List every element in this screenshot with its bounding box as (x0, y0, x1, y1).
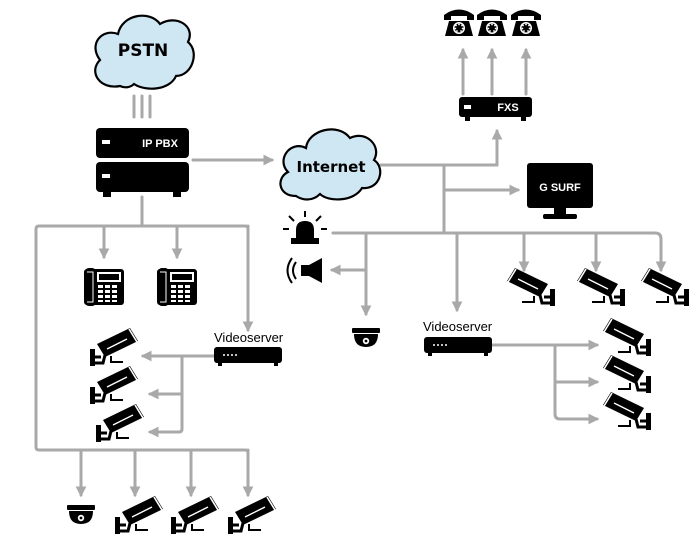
bullet-camera-icon (601, 390, 653, 432)
internet-label: Internet (296, 158, 365, 176)
dome-camera-icon (67, 505, 95, 524)
alarm-light-icon (283, 211, 327, 244)
bullet-camera-icon (226, 494, 278, 534)
fxs-gateway: FXS (459, 97, 532, 121)
analog-phone-icon (477, 9, 507, 36)
bullet-camera-icon (169, 494, 221, 534)
fxs-label: FXS (497, 102, 518, 114)
videoserver-left: Videoserver (214, 330, 284, 366)
videoserver-left-label: Videoserver (214, 330, 284, 345)
videoserver-right: Videoserver (423, 319, 493, 356)
videoserver-right-label: Videoserver (423, 319, 493, 334)
bullet-camera-icon (88, 364, 140, 406)
desk-phone-icon (156, 267, 198, 307)
bullet-camera-icon (575, 266, 627, 308)
pstn-label: PSTN (118, 41, 169, 61)
bullet-camera-icon (639, 266, 691, 308)
desk-phone-icon (83, 267, 125, 307)
ip-pbx: IP PBX (96, 128, 189, 197)
connection-wires (34, 47, 667, 498)
analog-phone-icon (511, 9, 541, 36)
internet-cloud: Internet (279, 128, 382, 201)
bullet-camera-icon (94, 402, 146, 444)
loudspeaker-icon (286, 257, 322, 284)
pstn-cloud: PSTN (94, 14, 195, 90)
bullet-camera-icon (601, 353, 653, 395)
monitor-gsurf: G SURF (527, 163, 593, 219)
bullet-camera-icon (113, 494, 165, 534)
ip-pbx-label: IP PBX (142, 138, 179, 150)
dome-camera-icon (352, 328, 380, 347)
monitor-label: G SURF (539, 182, 581, 194)
bullet-camera-icon (505, 266, 557, 308)
analog-phone-icon (444, 9, 474, 36)
bullet-camera-icon (601, 316, 653, 358)
bullet-camera-icon (88, 326, 140, 368)
